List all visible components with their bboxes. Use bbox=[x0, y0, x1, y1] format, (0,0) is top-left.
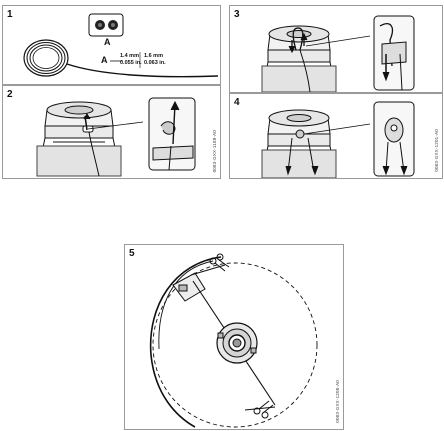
trimmer-line-coil-illustration bbox=[23, 13, 219, 78]
panel-number: 4 bbox=[234, 97, 240, 108]
line-installed-head-illustration bbox=[149, 253, 318, 428]
panel-4: 4 0083-GXX-1201-A0 bbox=[229, 93, 443, 179]
panel-number: 3 bbox=[234, 9, 240, 20]
spec-1-mm: 1.4 mm bbox=[120, 53, 139, 59]
figure-code: 0083-GXX-1188-A0 bbox=[212, 129, 217, 172]
panel-number: 1 bbox=[7, 9, 13, 20]
spec-1-in: 0.055 in. bbox=[120, 59, 142, 66]
figure-code: 0083-GXX-1208-A0 bbox=[335, 380, 340, 423]
threading-step-2-illustration bbox=[36, 97, 196, 177]
spec-2-mm: 1.6 mm bbox=[144, 53, 163, 59]
threading-step-3-illustration bbox=[261, 15, 415, 92]
panel-number: 2 bbox=[7, 89, 13, 100]
label-a-top: A bbox=[104, 37, 111, 47]
panel-1: 1 A A 1.4 mm 0.055 in. 1.6 mm 0.063 in. bbox=[2, 5, 221, 85]
figure-code: 0083-GXX-1201-A0 bbox=[434, 129, 439, 172]
panel-number: 5 bbox=[129, 248, 135, 259]
spec-2-in: 0.063 in. bbox=[144, 59, 166, 66]
panel-5: 5 bbox=[124, 244, 344, 430]
spec-2: 1.6 mm 0.063 in. bbox=[144, 53, 166, 66]
threading-step-4-illustration bbox=[261, 101, 415, 178]
panel-3: 3 bbox=[229, 5, 443, 93]
spec-1: 1.4 mm 0.055 in. bbox=[120, 53, 142, 66]
panel-2: 2 0083-GXX-1188-A0 bbox=[2, 85, 221, 179]
label-a-side: A bbox=[101, 55, 108, 65]
